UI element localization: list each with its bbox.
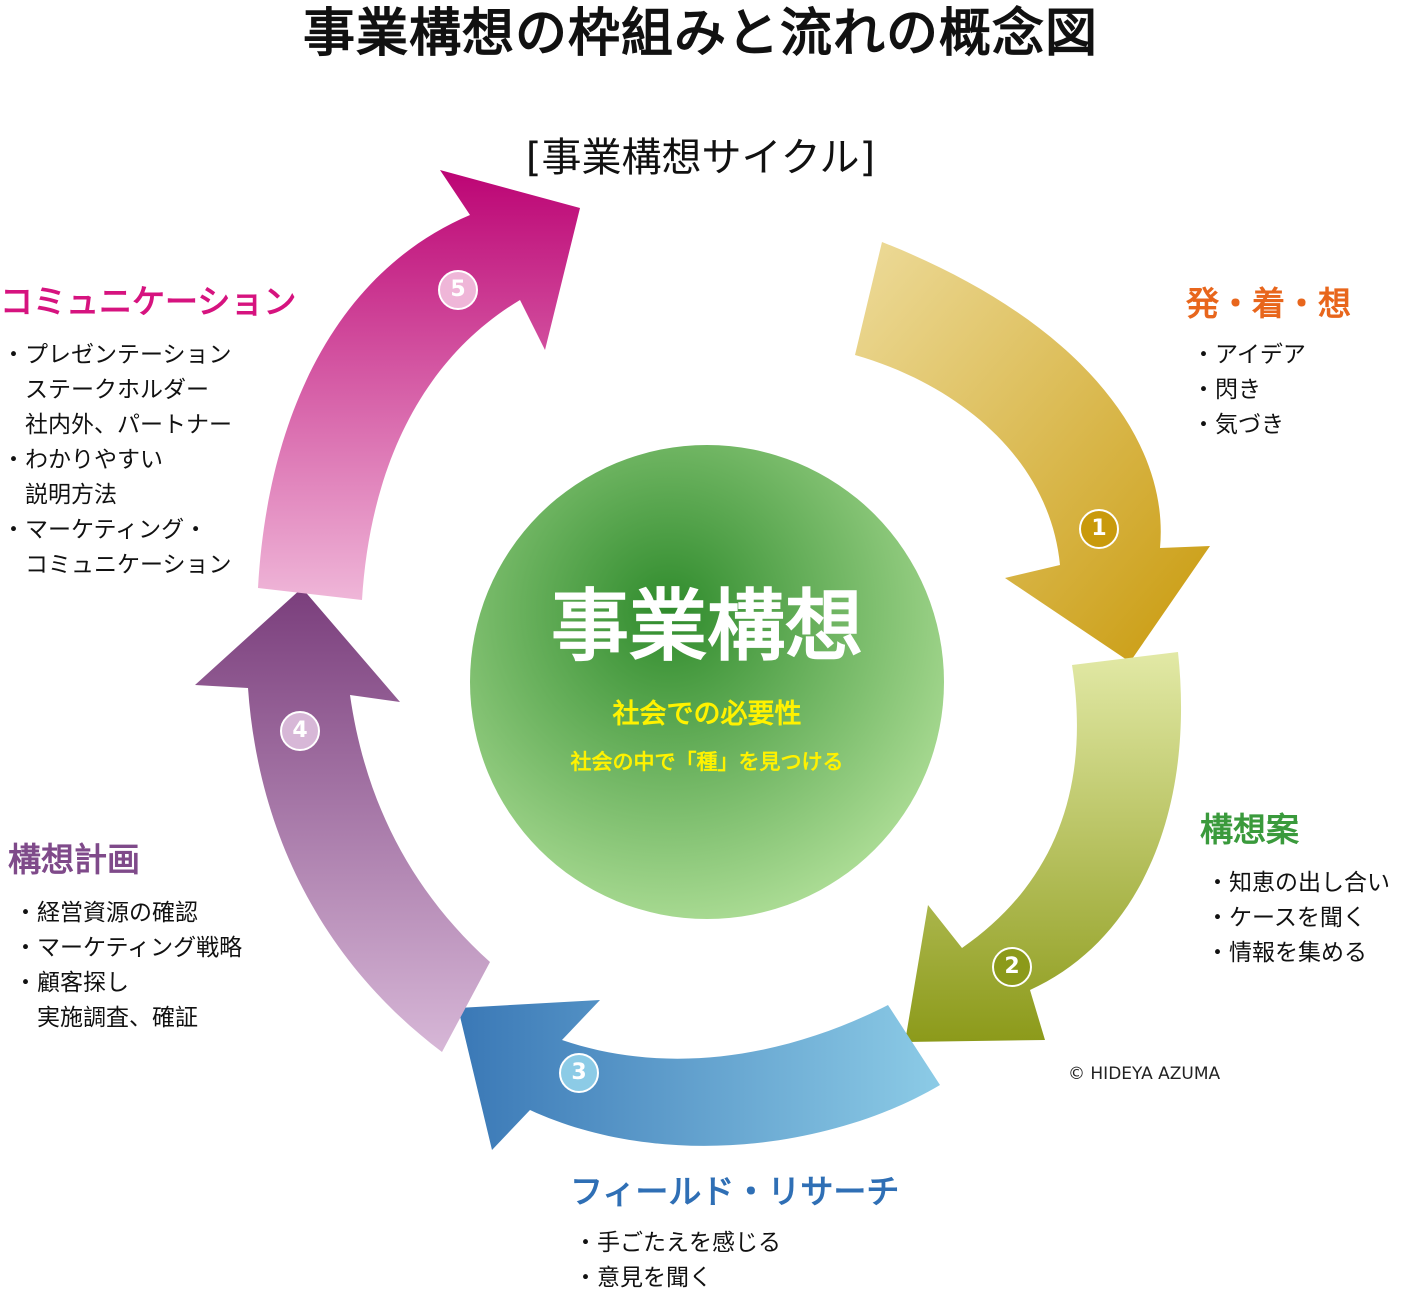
list-item: ・プレゼンテーション (2, 342, 232, 368)
step-5-section: コミュニケーション ・プレゼンテーション ステークホルダー 社内外、パートナー … (0, 280, 296, 583)
step-number-2: 2 (992, 947, 1032, 987)
list-item: ・気づき (1192, 412, 1284, 438)
arrow-2 (905, 652, 1182, 1042)
step-1-title: 発・着・想 (1186, 284, 1351, 323)
list-item: ・マーケティング・ (2, 517, 208, 543)
step-5-list: ・プレゼンテーション ステークホルダー 社内外、パートナー ・わかりやすい 説明… (2, 338, 296, 583)
arrow-5 (258, 170, 580, 600)
copyright-credit: © HIDEYA AZUMA (1068, 1064, 1221, 1084)
arrow-4 (195, 588, 490, 1052)
arrow-1 (855, 242, 1210, 662)
step-1-list: ・アイデア ・閃き ・気づき (1192, 338, 1351, 443)
step-number-3: 3 (559, 1053, 599, 1093)
list-item: 実施調査、確証 (14, 1005, 198, 1031)
center-subtitle: 社会での必要性 (612, 699, 802, 730)
step-3-list: ・手ごたえを感じる ・意見を聞く (574, 1226, 899, 1296)
step-number-5: 5 (438, 270, 478, 310)
step-2-title: 構想案 (1200, 810, 1299, 849)
center-title: 事業構想 (550, 582, 863, 672)
list-item: ・経営資源の確認 (14, 900, 198, 926)
step-number-4: 4 (280, 711, 320, 751)
step-3-section: フィールド・リサーチ ・手ごたえを感じる ・意見を聞く (570, 1170, 899, 1296)
list-item: ・閃き (1192, 377, 1261, 403)
list-item: 説明方法 (2, 482, 117, 508)
list-item: ・手ごたえを感じる (574, 1230, 781, 1256)
list-item: ステークホルダー (2, 377, 209, 403)
list-item: ・マーケティング戦略 (14, 935, 243, 961)
center-caption: 社会の中で「種」を見つける (570, 750, 844, 774)
list-item: ・わかりやすい (2, 447, 163, 473)
list-item: ・顧客探し (14, 970, 129, 996)
step-4-list: ・経営資源の確認 ・マーケティング戦略 ・顧客探し 実施調査、確証 (14, 896, 242, 1036)
list-item: ・アイデア (1192, 342, 1306, 368)
step-4-section: 構想計画 ・経営資源の確認 ・マーケティング戦略 ・顧客探し 実施調査、確証 (8, 838, 242, 1036)
list-item: ・意見を聞く (574, 1265, 712, 1291)
list-item: コミュニケーション (2, 552, 232, 578)
arrow-3 (458, 1000, 940, 1150)
list-item: ・知恵の出し合い (1206, 870, 1390, 896)
step-2-section: 構想案 ・知恵の出し合い ・ケースを聞く ・情報を集める (1200, 808, 1390, 971)
diagram-title: 事業構想の枠組みと流れの概念図 (302, 4, 1098, 64)
center-circle (470, 445, 944, 919)
step-2-list: ・知恵の出し合い ・ケースを聞く ・情報を集める (1206, 866, 1390, 971)
list-item: 社内外、パートナー (2, 412, 232, 438)
cycle-subtitle: [事業構想サイクル] (525, 135, 876, 181)
list-item: ・ケースを聞く (1206, 905, 1366, 931)
step-number-1: 1 (1079, 509, 1119, 549)
step-3-title: フィールド・リサーチ (570, 1172, 900, 1211)
list-item: ・情報を集める (1206, 940, 1367, 966)
step-5-title: コミュニケーション (0, 282, 297, 321)
step-4-title: 構想計画 (8, 840, 140, 879)
step-1-section: 発・着・想 ・アイデア ・閃き ・気づき (1186, 282, 1351, 443)
